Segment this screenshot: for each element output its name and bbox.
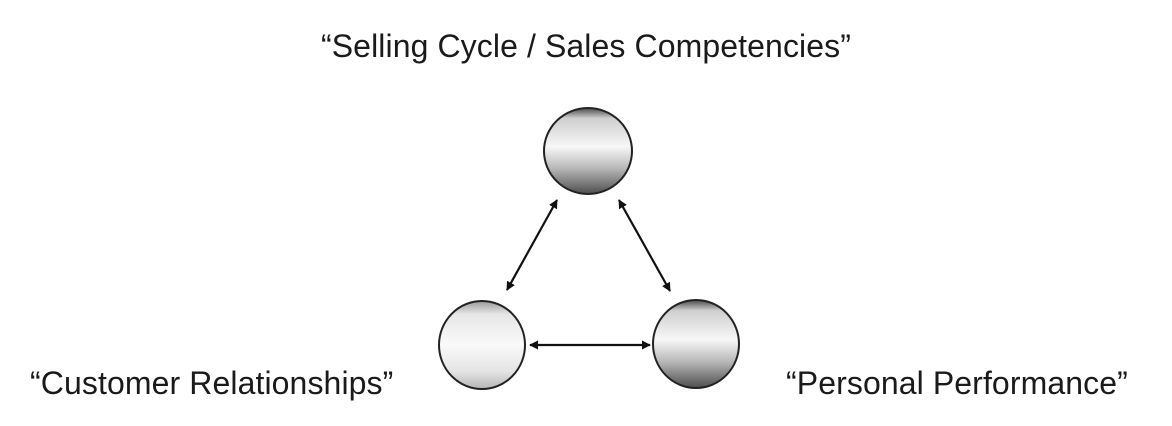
arrow-top-right [618,199,671,292]
selling-cycle-label: “Selling Cycle / Sales Competencies” [320,28,852,64]
node-right [652,299,740,389]
node-left [438,300,526,390]
node-top [543,107,633,195]
arrow-top-left [506,199,558,291]
personal-performance-label: “Personal Performance” [786,365,1128,401]
customer-relationships-label: “Customer Relationships” [30,365,394,401]
